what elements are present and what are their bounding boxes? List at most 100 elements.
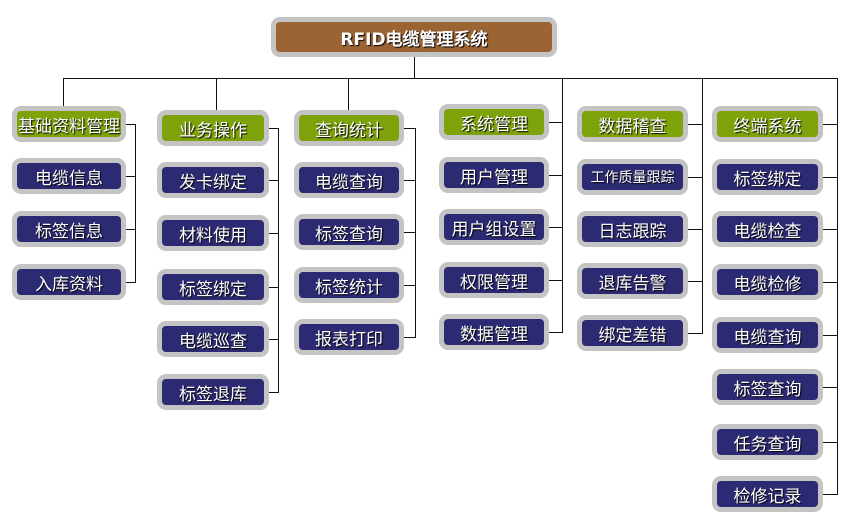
connector-line: [404, 180, 415, 181]
module-label: 日志跟踪: [598, 221, 667, 242]
connector-line: [278, 128, 279, 393]
module-node: 电缆检查: [712, 211, 823, 247]
category-label: 数据稽查: [598, 116, 667, 137]
module-label: 数据管理: [460, 324, 528, 345]
connector-line: [269, 233, 278, 234]
category-label: 基础资料管理: [18, 116, 120, 137]
category-label: 终端系统: [733, 116, 802, 137]
connector-line: [269, 339, 278, 340]
connector-line: [63, 78, 64, 106]
category-header: 终端系统: [712, 106, 823, 142]
module-node: 绑定差错: [577, 315, 688, 351]
connector-line: [823, 494, 837, 495]
connector-line: [549, 280, 562, 281]
module-label: 工作质量跟踪: [590, 170, 675, 186]
category-header: 业务操作: [157, 110, 269, 146]
module-node: 标签退库: [157, 374, 269, 410]
module-node: 电缆巡查: [157, 321, 269, 357]
module-label: 电缆检查: [733, 221, 802, 242]
module-node: 用户管理: [439, 157, 549, 193]
connector-line: [688, 229, 702, 230]
module-label: 标签查询: [315, 224, 383, 245]
module-label: 标签查询: [733, 379, 802, 400]
connector-line: [135, 124, 136, 283]
category-label: 查询统计: [315, 120, 383, 141]
module-label: 权限管理: [460, 272, 528, 293]
module-label: 电缆巡查: [179, 331, 247, 352]
module-node: 电缆查询: [294, 162, 404, 198]
category-header: 基础资料管理: [12, 106, 126, 142]
module-node: 退库告警: [577, 263, 688, 299]
module-label: 材料使用: [179, 225, 247, 246]
connector-line: [823, 282, 837, 283]
connector-line: [562, 78, 563, 333]
connector-line: [823, 177, 837, 178]
category-header: 系统管理: [439, 104, 549, 140]
connector-line: [549, 175, 562, 176]
module-label: 电缆查询: [315, 172, 383, 193]
connector-line: [823, 229, 837, 230]
connector-line: [414, 57, 415, 79]
module-node: 标签信息: [12, 211, 126, 247]
root-label: RFID电缆管理系统: [340, 29, 488, 50]
module-label: 标签统计: [315, 277, 383, 298]
module-node: 数据管理: [439, 314, 549, 350]
connector-line: [269, 287, 278, 288]
connector-line: [702, 78, 703, 334]
module-label: 入库资料: [35, 274, 103, 295]
module-label: 标签退库: [179, 384, 247, 405]
category-header: 数据稽查: [577, 106, 688, 142]
module-node: 用户组设置: [439, 209, 549, 245]
module-node: 标签绑定: [712, 159, 823, 195]
module-node: 发卡绑定: [157, 162, 269, 198]
module-node: 标签统计: [294, 267, 404, 303]
module-label: 电缆查询: [733, 327, 802, 348]
connector-line: [63, 78, 838, 79]
module-label: 发卡绑定: [179, 172, 247, 193]
module-label: 检修记录: [733, 486, 802, 507]
module-label: 电缆信息: [35, 168, 103, 189]
module-node: 标签绑定: [157, 269, 269, 305]
connector-line: [688, 124, 702, 125]
module-label: 退库告警: [598, 273, 667, 294]
module-node: 工作质量跟踪: [577, 159, 688, 195]
category-label: 系统管理: [460, 114, 528, 135]
module-node: 权限管理: [439, 262, 549, 298]
connector-line: [549, 122, 562, 123]
module-label: 绑定差错: [598, 325, 667, 346]
category-label: 业务操作: [179, 120, 247, 141]
module-node: 电缆查询: [712, 317, 823, 353]
module-label: 电缆检修: [733, 274, 802, 295]
module-node: 报表打印: [294, 319, 404, 355]
connector-line: [126, 282, 135, 283]
connector-line: [688, 281, 702, 282]
connector-line: [823, 387, 837, 388]
connector-line: [269, 180, 278, 181]
module-node: 材料使用: [157, 215, 269, 251]
module-label: 标签绑定: [733, 169, 802, 190]
module-label: 标签信息: [35, 221, 103, 242]
connector-line: [269, 392, 278, 393]
connector-line: [688, 177, 702, 178]
module-label: 报表打印: [315, 329, 383, 350]
module-label: 任务查询: [733, 434, 802, 455]
connector-line: [404, 337, 415, 338]
connector-line: [216, 78, 217, 110]
connector-line: [549, 227, 562, 228]
module-label: 用户组设置: [451, 219, 537, 240]
module-node: 检修记录: [712, 476, 823, 512]
module-label: 用户管理: [460, 167, 528, 188]
connector-line: [269, 128, 278, 129]
module-node: 电缆检修: [712, 264, 823, 300]
connector-line: [415, 128, 416, 338]
connector-line: [549, 332, 562, 333]
root-node: RFID电缆管理系统: [271, 17, 557, 57]
module-node: 日志跟踪: [577, 211, 688, 247]
module-node: 入库资料: [12, 264, 126, 300]
connector-line: [348, 78, 349, 110]
category-header: 查询统计: [294, 110, 404, 146]
module-node: 任务查询: [712, 424, 823, 460]
connector-line: [837, 78, 838, 495]
connector-line: [404, 285, 415, 286]
